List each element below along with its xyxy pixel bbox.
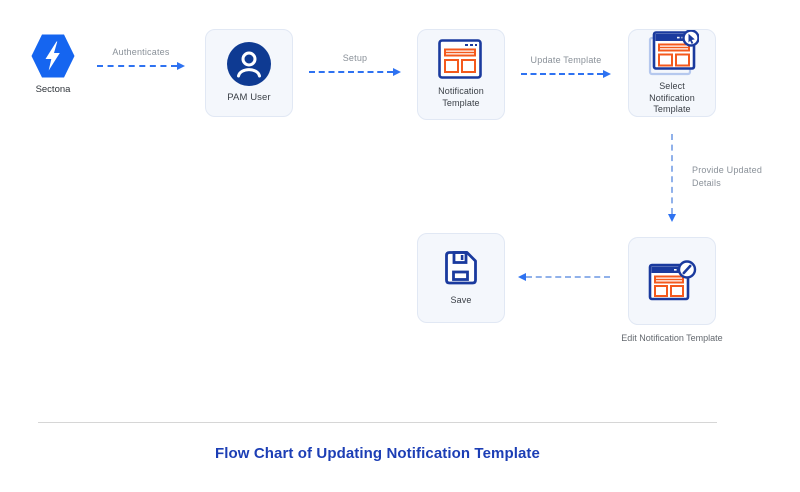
edge-label-setup: Setup xyxy=(342,53,368,63)
arrowhead-down-icon xyxy=(668,214,676,222)
node-save: Save xyxy=(417,233,505,323)
arrow-update-template xyxy=(521,69,611,79)
sectona-logo-icon xyxy=(31,33,75,79)
node-label-select-notification-template: Select Notification Template xyxy=(649,80,695,115)
arrow-setup xyxy=(309,67,401,77)
edit-notification-template-icon xyxy=(647,258,697,304)
node-label-save: Save xyxy=(450,295,472,306)
sectona-label: Sectona xyxy=(35,84,71,95)
arrowhead-right-icon xyxy=(177,62,185,70)
node-label-pam-user: PAM User xyxy=(227,91,271,103)
arrow-edit-to-save xyxy=(518,272,610,282)
arrowhead-right-icon xyxy=(393,68,401,76)
footer-divider xyxy=(38,422,717,423)
save-icon xyxy=(441,249,481,287)
pam-user-icon xyxy=(227,41,271,86)
select-notification-template-icon xyxy=(645,29,699,78)
node-select-notification-template: Select Notification Template xyxy=(628,29,716,117)
node-label-notification-template: Notification Template xyxy=(438,86,484,108)
edge-label-provide-updated-details: Provide Updated Details xyxy=(692,165,763,189)
node-notification-template: Notification Template xyxy=(417,29,505,120)
edge-label-authenticates: Authenticates xyxy=(112,47,170,57)
arrow-authenticates xyxy=(97,61,185,71)
notification-template-icon xyxy=(438,39,484,81)
arrow-provide-updated-details xyxy=(666,134,678,222)
node-pam-user: PAM User xyxy=(205,29,293,117)
node-edit-notification-template xyxy=(628,237,716,325)
arrowhead-left-icon xyxy=(518,273,526,281)
flowchart-caption: Flow Chart of Updating Notification Temp… xyxy=(215,445,540,462)
arrowhead-right-icon xyxy=(603,70,611,78)
edge-label-update-template: Update Template xyxy=(530,55,602,65)
node-label-edit-notification-template: Edit Notification Template xyxy=(621,333,723,343)
